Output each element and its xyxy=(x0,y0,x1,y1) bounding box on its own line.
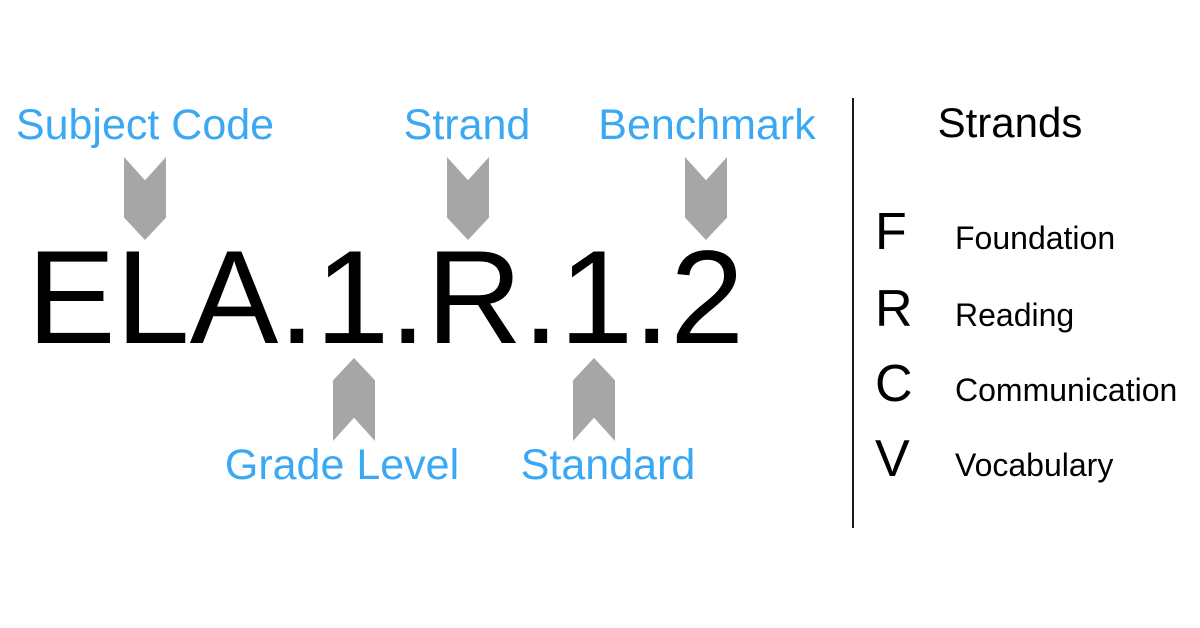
legend-row-vocabulary: V Vocabulary xyxy=(875,433,1113,485)
legend-row-foundation: F Foundation xyxy=(875,206,1115,258)
strand-letter-r: R xyxy=(875,280,913,338)
label-strand: Strand xyxy=(403,101,531,149)
strand-name-vocabulary: Vocabulary xyxy=(955,447,1114,483)
strand-name-reading: Reading xyxy=(955,297,1075,333)
standard-code: ELA.1.R.1.2 xyxy=(27,224,745,372)
strand-name-foundation: Foundation xyxy=(955,220,1116,256)
strand-letter-c: C xyxy=(875,355,913,413)
strand-letter-f: F xyxy=(875,203,907,261)
strand-letter-v: V xyxy=(875,430,910,488)
strand-name-communication: Communication xyxy=(955,372,1178,408)
label-standard: Standard xyxy=(520,441,696,489)
legend-title: Strands xyxy=(937,99,1083,146)
legend-row-reading: R Reading xyxy=(875,283,1074,335)
legend-row-communication: C Communication xyxy=(875,358,1177,410)
label-subject-code: Subject Code xyxy=(15,101,275,149)
legend-divider xyxy=(852,98,854,528)
label-grade-level: Grade Level xyxy=(224,441,460,489)
label-benchmark: Benchmark xyxy=(598,101,816,149)
